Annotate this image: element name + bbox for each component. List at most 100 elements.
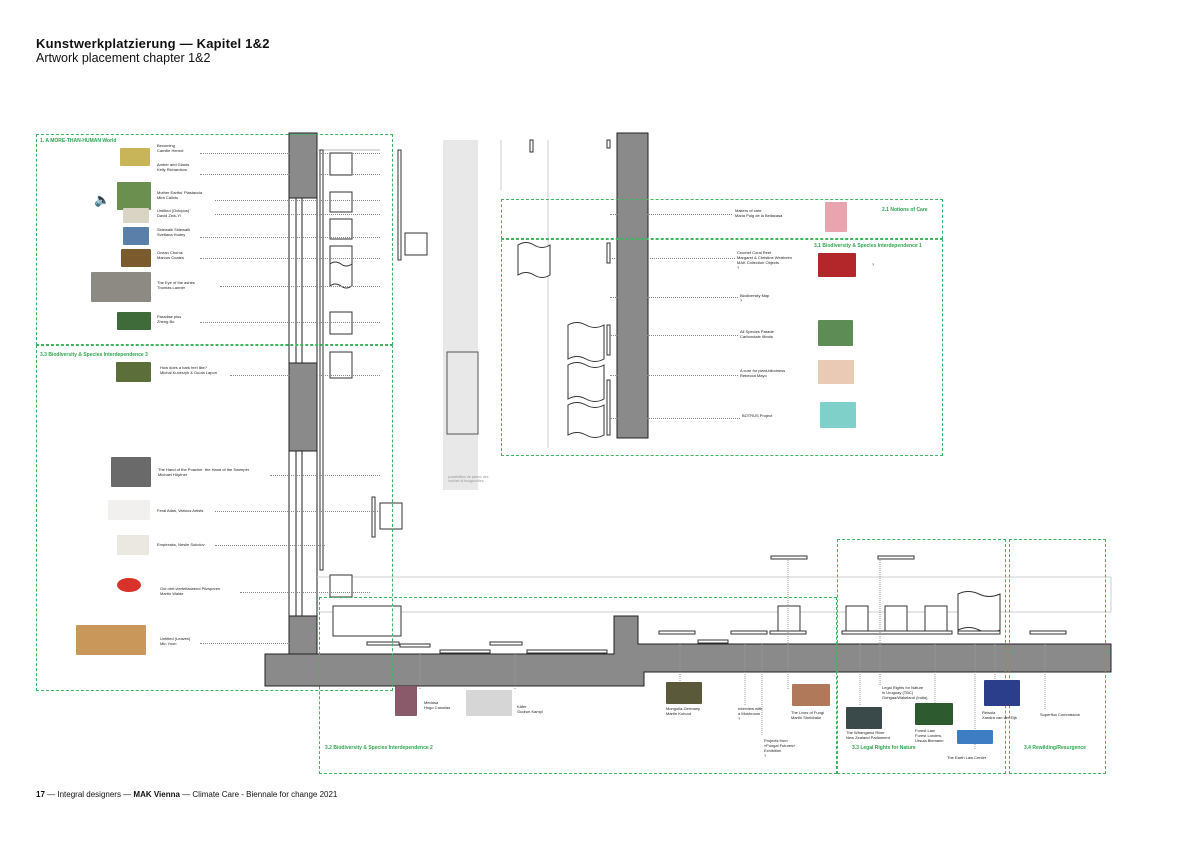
- bench: [877, 555, 915, 560]
- leader: [610, 375, 738, 376]
- artwork-label: Makers of care Maria Puig de la Bellacas…: [735, 208, 783, 218]
- bench: [957, 630, 1001, 635]
- artwork-thumb: [818, 253, 856, 277]
- artwork-label: Projects from »Fungal Futures« Exhibitio…: [764, 738, 796, 758]
- panel: [606, 139, 611, 149]
- wavy-panel: [957, 591, 1001, 633]
- display-box: [404, 232, 428, 256]
- wavy-panel: [567, 362, 605, 402]
- artwork-thumb: [984, 680, 1020, 706]
- artwork-label: BOTRUS Project: [742, 413, 773, 418]
- artwork-label: Untitled (Leaves) Min Yoon: [160, 636, 191, 646]
- artwork-label: All Species Parade Carbondale Illinois: [740, 329, 774, 339]
- display-box: [329, 311, 353, 335]
- artwork-label: Mongolia-Germany Martin Kohout: [666, 706, 701, 716]
- zone-label-3-3b: 3.3 Legal Rights for Nature: [852, 745, 916, 751]
- panel: [606, 379, 611, 436]
- artwork-thumb: [117, 578, 141, 592]
- bench: [489, 641, 523, 646]
- bench: [697, 639, 729, 644]
- leader: [200, 643, 320, 644]
- bench: [439, 649, 491, 654]
- artwork-label: The Eye of the ashes Thomas Lanner: [157, 280, 195, 290]
- artwork-thumb: [825, 202, 847, 232]
- loop-mark: ?: [872, 262, 875, 267]
- artwork-label: Mother Earths' Plastaccia Mira Calixto: [157, 190, 203, 200]
- footer: 17 — Integral designers — MAK Vienna — C…: [36, 790, 337, 799]
- footer-venue: MAK Vienna: [133, 790, 180, 799]
- artwork-label: Becoming Camille Henrot: [157, 143, 184, 153]
- leader: [200, 153, 380, 154]
- artwork-label: Legal Rights for Nature in Uruguay (TBC)…: [882, 685, 928, 700]
- bench: [658, 630, 696, 635]
- artwork-thumb: [123, 227, 149, 245]
- zone-2-1: [501, 199, 943, 239]
- wavy-panel: [567, 402, 605, 438]
- leader: [610, 258, 735, 259]
- artwork-thumb: [957, 730, 993, 744]
- footer-designers: Integral designers: [57, 790, 121, 799]
- zone-label-3-2: 3.2 Biodiversity & Species Interdependen…: [325, 745, 433, 751]
- artwork-label: Superflux Commission: [1040, 712, 1081, 717]
- zone-3-1: [501, 239, 943, 456]
- artwork-thumb: [116, 362, 151, 382]
- leader: [270, 475, 380, 476]
- page-subtitle: Artwork placement chapter 1&2: [36, 51, 211, 65]
- footer-sep: —: [44, 790, 58, 799]
- wall-left-lower: [288, 450, 318, 617]
- display-box: [329, 191, 353, 213]
- leader: [240, 592, 370, 593]
- leader: [200, 322, 380, 323]
- bench: [366, 641, 400, 646]
- artwork-label: Medusa Hugo Canoilas: [424, 700, 451, 710]
- footer-event: Climate Care - Biennale for change 2021: [192, 790, 338, 799]
- zone-label-2-1: 2.1 Notions of Care: [882, 207, 928, 213]
- panel: [529, 139, 534, 153]
- zone-3-3: [36, 345, 393, 691]
- artwork-label: Biodiversity Map ?: [740, 293, 770, 303]
- leader: [610, 335, 738, 336]
- artwork-thumb: [666, 682, 702, 704]
- artwork-label: How does a bark feel like? Michal Kucerz…: [160, 365, 217, 375]
- artwork-label: Feral Atlas, Various Artists: [157, 508, 204, 513]
- leader: [610, 214, 732, 215]
- bench: [399, 643, 431, 648]
- leader: [200, 237, 380, 238]
- artwork-thumb: [108, 500, 150, 520]
- display-box: [329, 351, 353, 379]
- artwork-thumb: [466, 690, 512, 716]
- artwork-label: Forest Law Forest Lorders, Ursula Bieman…: [915, 728, 944, 743]
- artwork-label: Untitled (Octopus) David Zink-Yi: [157, 208, 190, 218]
- artwork-thumb: [818, 360, 854, 384]
- artwork-label: The Whanganui River New Zealand Parliame…: [846, 730, 890, 740]
- artwork-thumb: [915, 703, 953, 725]
- artwork-label: Gut drei-vierteltausend Pilzsporen Marti…: [160, 586, 221, 596]
- corridor-note: possibilities de places des crochet di b…: [448, 475, 489, 483]
- speaker-icon[interactable]: 🔈: [94, 192, 111, 207]
- artwork-thumb: [120, 148, 150, 166]
- artwork-label: Crochet Coral Reef Margaret & Christine …: [737, 250, 792, 270]
- leader: [215, 200, 380, 201]
- artwork-label: Reisola Xandra van der Eijk: [982, 710, 1017, 720]
- leader: [200, 258, 380, 259]
- artwork-thumb: [76, 625, 146, 655]
- panel: [606, 324, 611, 356]
- zone-label-3-1: 3.1 Biodiversity & Species Interdependen…: [814, 243, 922, 249]
- artwork-label: The Hand of the Poacher the Hand of the …: [158, 467, 250, 477]
- artwork-label: The Lives of Fungi Martin Sheldrake: [791, 710, 824, 720]
- artwork-label: The Earth Law Center: [947, 755, 987, 760]
- zone-label-3-3: 3.3 Biodiversity & Species Interdependen…: [40, 352, 148, 358]
- corridor-box: [446, 351, 479, 435]
- wavy-panel: [517, 242, 551, 278]
- artwork-label: Empireaks, Neslie Sokolov: [157, 542, 205, 547]
- artwork-thumb: [792, 684, 830, 706]
- artwork-label: Ocean Chorus Marcus Coates: [157, 250, 184, 260]
- zone-1: [36, 134, 393, 345]
- bench: [730, 630, 768, 635]
- footer-sep: —: [120, 790, 134, 799]
- leader: [215, 511, 380, 512]
- wall-left-mid: [288, 197, 318, 364]
- display-box: [332, 605, 402, 637]
- leader: [230, 375, 380, 376]
- wall-bottom: [264, 615, 1112, 687]
